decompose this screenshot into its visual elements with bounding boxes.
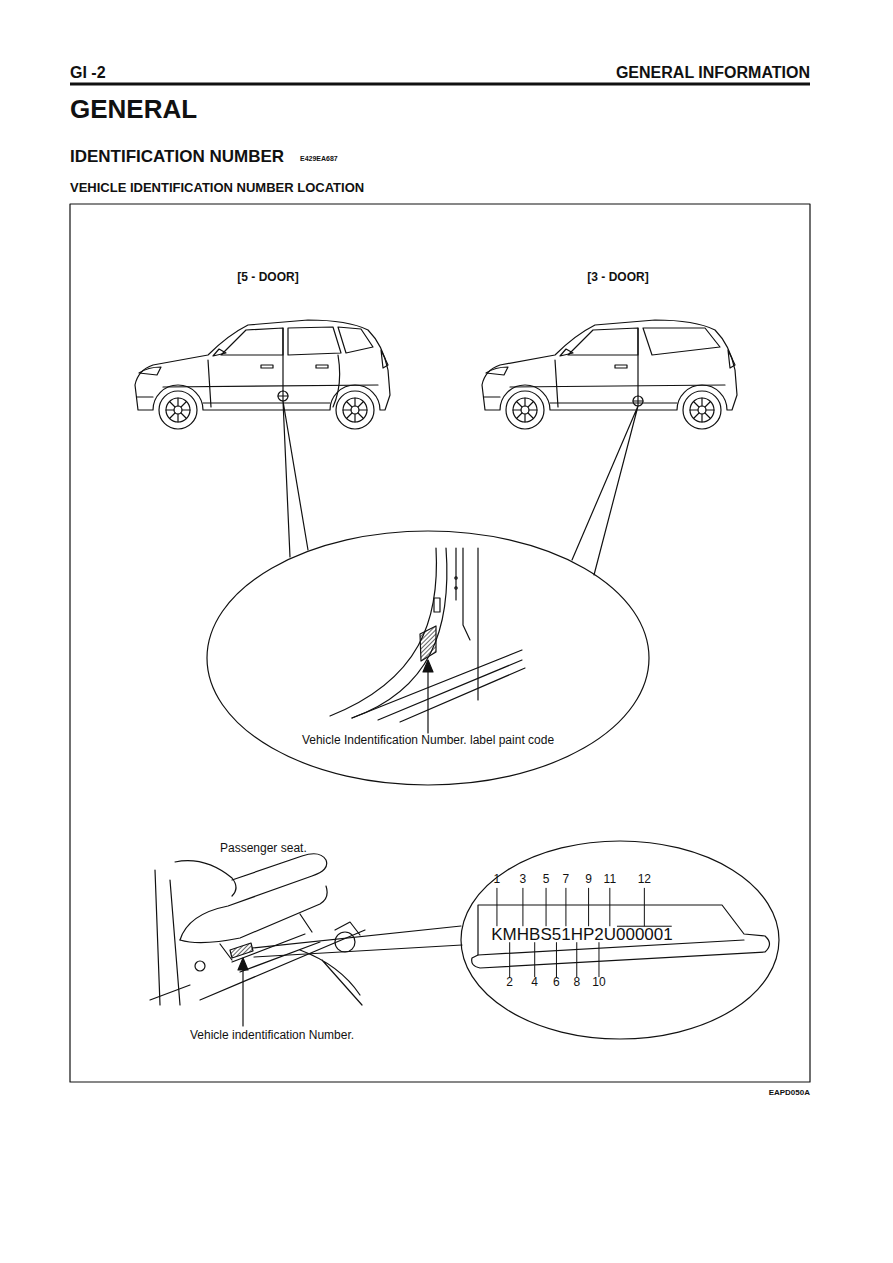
variant-label: [3 - DOOR]: [587, 271, 648, 285]
part-name: Passenger seat.: [220, 842, 307, 856]
passenger-seat-drawing: [195, 961, 205, 971]
callout-tick: [576, 942, 577, 977]
door-pillar-drawing: [330, 548, 525, 733]
passenger-seat-drawing: [300, 950, 362, 1005]
callout-tick: [609, 888, 610, 926]
passenger-seat-drawing: [238, 958, 248, 970]
car-5-door: [135, 320, 390, 429]
car-3-door: [615, 365, 627, 368]
car-3-door: [633, 396, 643, 406]
vin-plate: [472, 905, 770, 968]
callout-number: 7: [563, 873, 570, 887]
callout-tick: [522, 888, 523, 926]
door-pillar-drawing: [477, 548, 478, 700]
passenger-seat-drawing: [180, 854, 327, 940]
car-5-door: [316, 365, 328, 368]
car-5-door: [278, 391, 288, 401]
callout-number: 6: [553, 976, 560, 990]
callout-outline: [461, 841, 779, 1039]
variant-label: [5 - DOOR]: [237, 271, 298, 285]
callout-tick: [598, 942, 599, 977]
figure-frame: [70, 204, 810, 1082]
reference-code: E429EA687: [300, 155, 338, 163]
door-pillar-drawing: [463, 548, 470, 640]
door-pillar-drawing: [352, 650, 525, 722]
car-3-door: [643, 328, 720, 355]
callout-number: 9: [585, 873, 592, 887]
car-3-door: [482, 320, 737, 429]
callout-ellipse: Vehicle Indentification Number. label pa…: [206, 530, 650, 786]
door-pillar-drawing: [352, 548, 447, 718]
passenger-seat-drawing: [242, 968, 243, 1026]
callout-number: 8: [573, 976, 580, 990]
car-5-door: [221, 328, 283, 355]
subheading: IDENTIFICATION NUMBER: [70, 147, 284, 167]
figure-frame: [70, 204, 810, 1082]
section-name: GENERAL INFORMATION: [616, 64, 810, 82]
callout-text: Vehicle Indentification Number. label pa…: [302, 734, 554, 748]
callout-number: 11: [604, 873, 616, 887]
passenger-seat-drawing: [150, 985, 190, 1000]
callout-number: 4: [531, 976, 538, 990]
vin-code: KMHBS51HP2U000001: [491, 925, 672, 945]
car-5-door: [288, 327, 341, 355]
callout-number: 10: [592, 976, 605, 990]
callout-line: [283, 401, 638, 575]
callout-line: [572, 406, 638, 575]
callout-number: 12: [638, 873, 651, 887]
header-rule: [70, 83, 810, 86]
door-pillar-drawing: [455, 587, 457, 589]
door-pillar-drawing: [427, 670, 428, 733]
callout-number: 1: [494, 873, 501, 887]
callout-number: 2: [506, 976, 513, 990]
callout-tick: [509, 942, 510, 977]
car-3-door: [482, 320, 737, 429]
header-rule: [70, 83, 810, 84]
callout-tick: [496, 888, 497, 926]
car-3-door: [568, 328, 638, 355]
callout-tick: [534, 942, 535, 977]
callout-line: [283, 401, 308, 557]
car-5-door: [208, 328, 340, 407]
page-number: GI -2: [70, 64, 106, 82]
callout-line: [252, 926, 462, 957]
door-pillar-drawing: [455, 548, 456, 600]
callout-tick: [588, 888, 589, 926]
callout-tick: [565, 888, 566, 926]
car-3-door: [555, 328, 638, 407]
passenger-seat-drawing: [230, 943, 253, 958]
passenger-seat-drawing: [200, 930, 365, 1000]
door-pillar-drawing: [420, 626, 436, 661]
callout-outline: [207, 531, 649, 785]
figure-code: EAPD050A: [769, 1088, 810, 1097]
callout-tick: [644, 888, 645, 926]
door-pillar-drawing: [455, 577, 457, 579]
car-5-door: [135, 320, 390, 429]
part-name: Vehicle indentification Number.: [190, 1029, 354, 1043]
car-5-door: [261, 365, 273, 368]
door-pillar-drawing: [423, 660, 433, 672]
car-5-door: [338, 327, 373, 353]
callout-tick: [546, 888, 547, 926]
callout-outline: [206, 530, 650, 786]
passenger-seat-drawing: [175, 861, 236, 896]
callout-line: [252, 926, 462, 957]
callout-number: 5: [543, 873, 550, 887]
car-5-door: [278, 391, 288, 401]
callout-ellipse: KMHBS51HP2U000001: [460, 840, 780, 1040]
passenger-seat-drawing: [335, 922, 360, 935]
vin-plate: [472, 905, 770, 968]
callout-tick: [556, 942, 557, 977]
door-pillar-drawing: [434, 598, 440, 612]
passenger-seat-drawing: [155, 870, 180, 1005]
figure-heading: VEHICLE IDENTIFICATION NUMBER LOCATION: [70, 181, 364, 196]
callout-number: 3: [520, 873, 527, 887]
car-3-door: [633, 396, 643, 406]
page-heading: GENERAL: [70, 95, 197, 125]
